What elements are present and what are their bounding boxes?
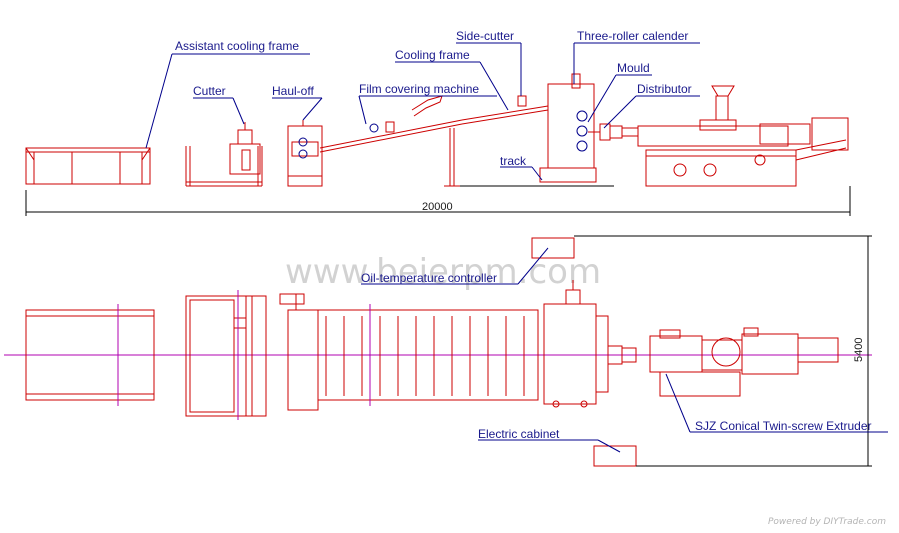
leader-lines-bottom: [361, 247, 888, 453]
width-dimension: [574, 235, 872, 467]
label-extruder: SJZ Conical Twin-screw Extruder: [695, 419, 872, 433]
assistant-cooling-frame-side: [25, 147, 151, 185]
calender-plan: [543, 280, 609, 408]
cooling-frame-side: [319, 95, 549, 187]
cooling-frame-plan: [317, 304, 539, 406]
label-side-cutter: Side-cutter: [456, 29, 514, 43]
label-film-covering-machine: Film covering machine: [359, 82, 479, 96]
label-distributor: Distributor: [637, 82, 692, 96]
label-assistant-cooling-frame: Assistant cooling frame: [175, 39, 299, 53]
cutter-side: [185, 122, 263, 187]
label-track: track: [500, 154, 527, 168]
label-oil-temperature-controller: Oil-temperature controller: [361, 271, 497, 285]
watermark-text: www.beierpm.com: [285, 252, 601, 292]
haul-off-side: [287, 120, 323, 187]
plan-view: 5400: [4, 235, 872, 467]
electric-cabinet-box: [593, 445, 637, 467]
cutter-plan: [185, 290, 267, 420]
side-cutter-side: [517, 95, 527, 107]
oil-temperature-controller-box: [531, 237, 575, 259]
haul-off-plan: [279, 293, 319, 411]
leader-lines-top: [145, 42, 700, 181]
width-dimension-label: 5400: [853, 338, 865, 362]
assistant-cooling-frame-plan: [25, 304, 155, 406]
side-view: 20000: [25, 73, 851, 216]
label-cooling-frame: Cooling frame: [395, 48, 470, 62]
label-cutter: Cutter: [193, 84, 226, 98]
mould-plan: [607, 345, 637, 365]
label-three-roller-calender: Three-roller calender: [577, 29, 688, 43]
footer-credit: Powered by DIYTrade.com: [768, 517, 886, 527]
label-mould: Mould: [617, 61, 650, 75]
length-dimension-label: 20000: [422, 201, 453, 213]
label-haul-off: Haul-off: [272, 84, 314, 98]
three-roller-calender-side: [539, 73, 600, 183]
label-electric-cabinet: Electric cabinet: [478, 427, 560, 441]
extruder-plan: [649, 327, 839, 397]
length-dimension: [25, 186, 851, 216]
extruder-side: [637, 85, 849, 187]
